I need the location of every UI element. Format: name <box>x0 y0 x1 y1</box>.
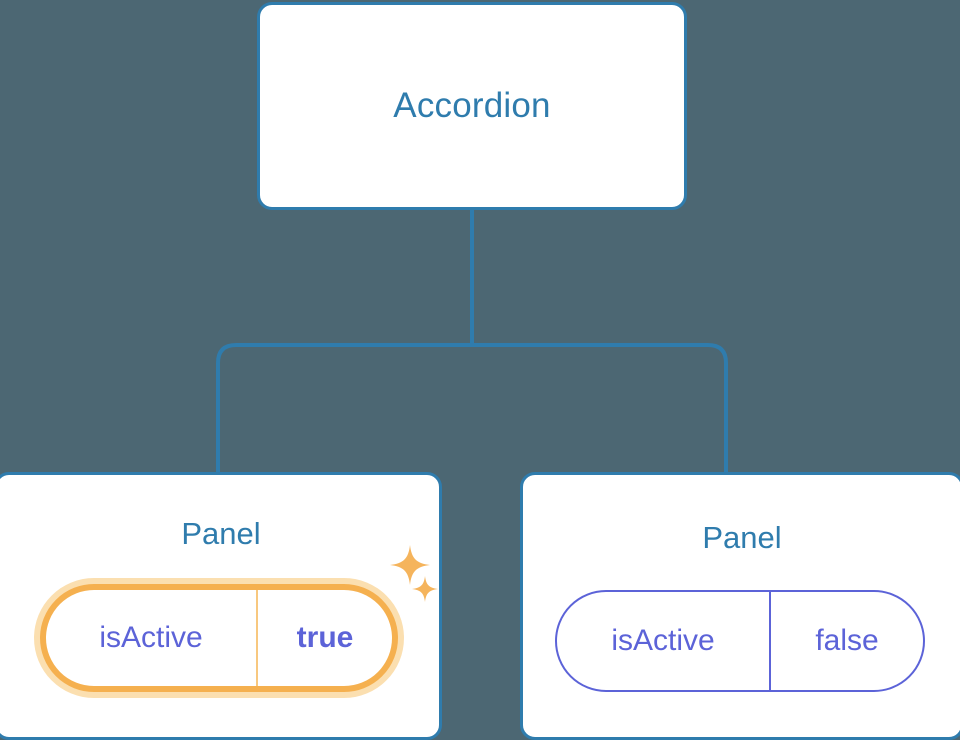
node-accordion-label: Accordion <box>393 85 551 125</box>
connector-branch-bus <box>216 343 728 472</box>
node-panel-active-label: Panel <box>181 516 261 551</box>
node-accordion[interactable]: Accordion <box>257 2 687 210</box>
prop-value: false <box>815 624 879 657</box>
prop-key: isActive <box>46 590 258 686</box>
prop-key: isActive <box>557 592 771 690</box>
prop-pill-isactive-false[interactable]: isActive false <box>555 590 925 692</box>
prop-pill-isactive-true[interactable]: isActive true <box>40 584 398 692</box>
node-panel-inactive-label: Panel <box>702 520 782 555</box>
prop-value: true <box>296 621 354 654</box>
